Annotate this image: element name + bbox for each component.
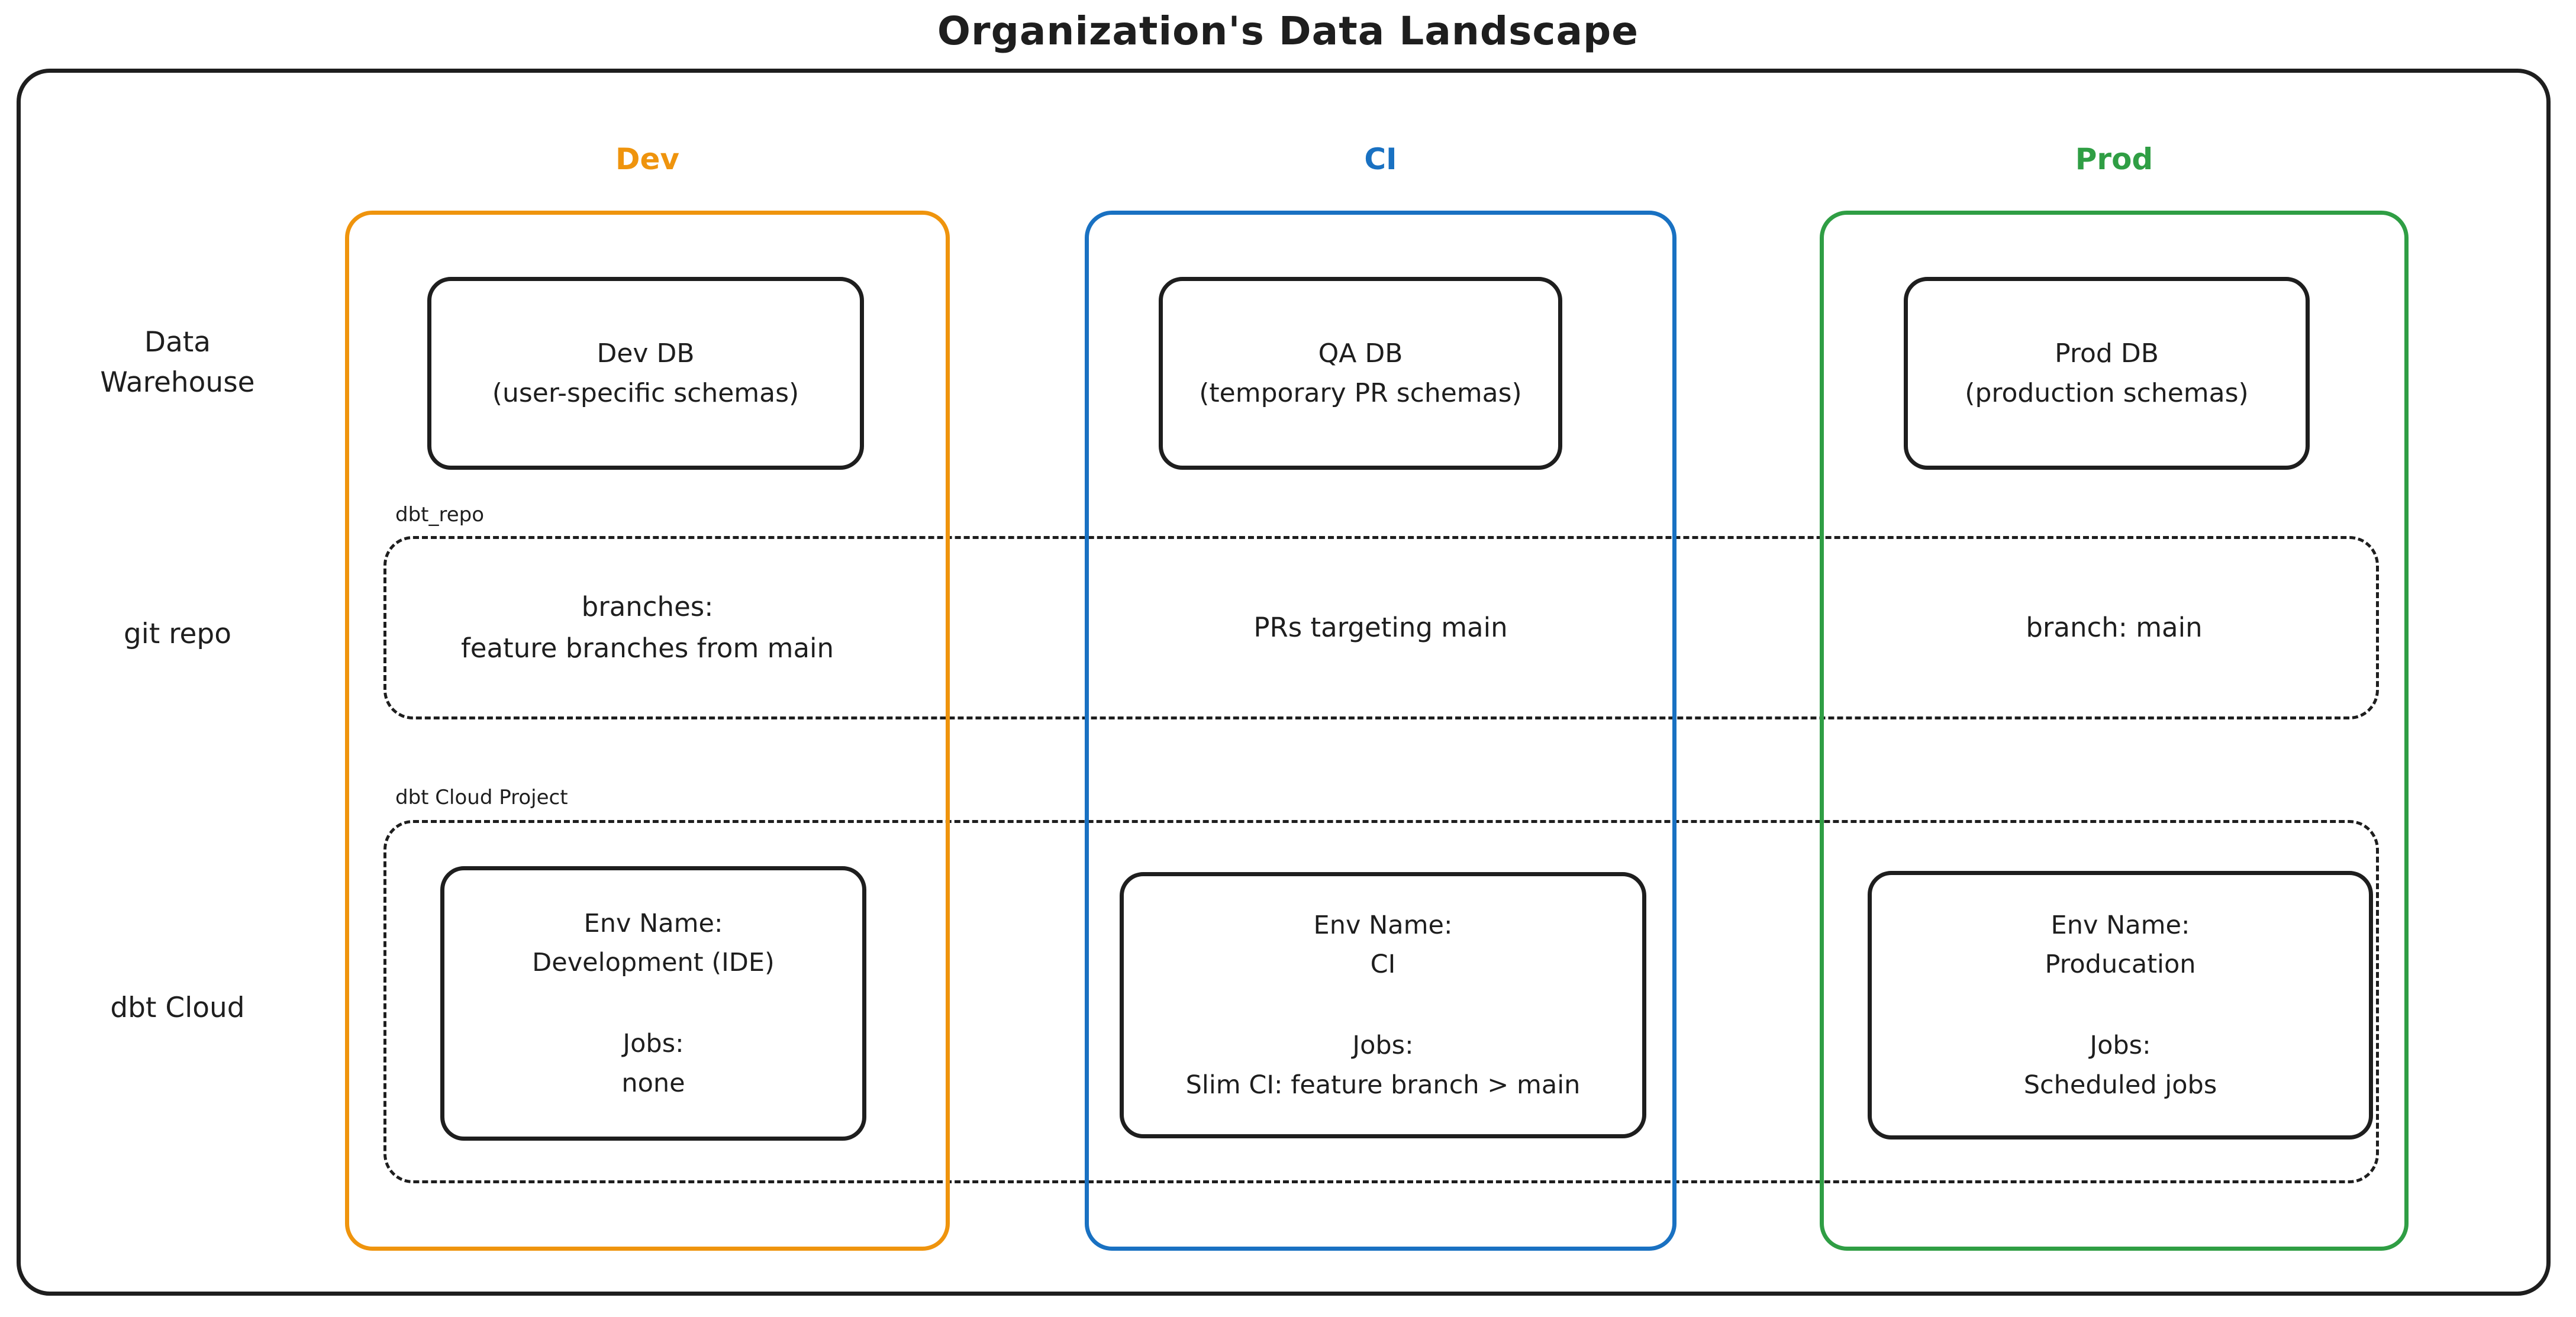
- dbt-env-prod-name-block: Env Name: Producation: [2045, 906, 2195, 984]
- git-cell-dev: branches: feature branches from main: [345, 536, 950, 719]
- env-name-label: Env Name:: [1313, 910, 1453, 940]
- column-header-ci: CI: [1364, 142, 1397, 176]
- dev-db-detail: (user-specific schemas): [492, 378, 799, 408]
- dev-db-box: Dev DB (user-specific schemas): [427, 277, 864, 470]
- row-label-data-warehouse: Data Warehouse: [100, 326, 255, 399]
- row-label-dbt-cloud: dbt Cloud: [110, 992, 245, 1024]
- env-name-value: Producation: [2045, 950, 2196, 980]
- git-cell-prod-text: branch: main: [2026, 612, 2203, 644]
- dev-column-box: [345, 211, 950, 1251]
- git-cell-dev-text: branches: feature branches from main: [460, 591, 834, 664]
- jobs-value: Slim CI: feature branch > main: [1185, 1070, 1581, 1100]
- dev-db-name: Dev DB: [597, 338, 695, 369]
- dbt-cloud-project-container-label: dbt Cloud Project: [395, 786, 568, 809]
- dbt-env-box-prod: Env Name: Producation Jobs: Scheduled jo…: [1868, 871, 2373, 1140]
- git-repo-dashed-container: [383, 536, 2379, 719]
- qa-db-box: QA DB (temporary PR schemas): [1159, 277, 1562, 470]
- ci-column-box: [1085, 211, 1677, 1251]
- qa-db-detail: (temporary PR schemas): [1199, 378, 1522, 408]
- dbt-env-box-ci: Env Name: CI Jobs: Slim CI: feature bran…: [1120, 872, 1646, 1138]
- prod-column-box: [1820, 211, 2409, 1251]
- env-name-value: Development (IDE): [532, 948, 775, 978]
- column-header-prod: Prod: [2075, 142, 2153, 176]
- dbt-env-box-dev: Env Name: Development (IDE) Jobs: none: [440, 866, 866, 1141]
- prod-db-name: Prod DB: [2055, 338, 2159, 369]
- dbt-env-ci-jobs-block: Jobs: Slim CI: feature branch > main: [1186, 1026, 1581, 1105]
- dbt-env-dev-name-block: Env Name: Development (IDE): [532, 904, 775, 983]
- jobs-label: Jobs:: [1352, 1031, 1414, 1060]
- git-cell-prod: branch: main: [1820, 536, 2409, 719]
- prod-db-box: Prod DB (production schemas): [1904, 277, 2310, 470]
- prod-db-detail: (production schemas): [1965, 378, 2249, 408]
- dbt-env-prod-jobs-block: Jobs: Scheduled jobs: [2024, 1026, 2217, 1105]
- page-title: Organization's Data Landscape: [937, 8, 1639, 54]
- env-name-value: CI: [1370, 950, 1396, 980]
- dbt-env-dev-jobs-block: Jobs: none: [621, 1024, 685, 1103]
- git-repo-container-label: dbt_repo: [395, 503, 485, 527]
- outer-frame: [17, 69, 2551, 1296]
- row-label-git-repo: git repo: [123, 618, 232, 650]
- jobs-value: Scheduled jobs: [2023, 1070, 2217, 1100]
- jobs-label: Jobs:: [623, 1029, 684, 1058]
- git-cell-ci: PRs targeting main: [1085, 536, 1677, 719]
- qa-db-name: QA DB: [1318, 338, 1403, 369]
- jobs-value: none: [621, 1068, 685, 1098]
- jobs-label: Jobs:: [2090, 1031, 2151, 1060]
- dbt-env-ci-name-block: Env Name: CI: [1314, 906, 1453, 984]
- env-name-label: Env Name:: [2051, 910, 2190, 940]
- git-cell-ci-text: PRs targeting main: [1253, 612, 1508, 644]
- env-name-label: Env Name:: [583, 908, 723, 938]
- dbt-cloud-project-dashed-container: [383, 820, 2379, 1183]
- column-header-dev: Dev: [615, 142, 679, 176]
